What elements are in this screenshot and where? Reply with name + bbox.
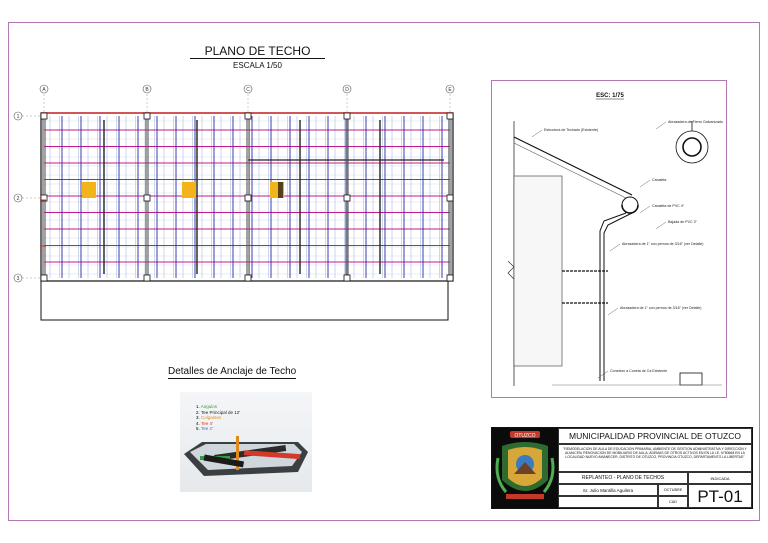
structural-column	[40, 194, 48, 202]
ceiling-grid-render	[184, 436, 308, 476]
legend-label-tee-4: Tee 4'	[200, 420, 213, 426]
svg-text:OTUZCO: OTUZCO	[514, 433, 535, 439]
axis-bubble	[342, 84, 352, 94]
structural-column	[244, 194, 252, 202]
legend-item: 4. Tee 4'	[196, 420, 213, 426]
blank-cell	[558, 496, 658, 508]
note-leader	[655, 221, 667, 230]
detail-note: Abrazadera de 1" con pernos de 3/16" (ve…	[620, 306, 701, 310]
downpipe	[599, 212, 627, 381]
legend-item: 5. Tee 2'	[196, 426, 213, 431]
coat-of-arms-icon: OTUZCO	[495, 431, 555, 499]
anchorage-image: 1. Angulos 2. Tee Principal de 12' 3. Co…	[180, 392, 312, 492]
detail-note: Canaleta	[652, 178, 666, 182]
axis-label-column: C	[246, 87, 250, 93]
structural-column	[143, 112, 151, 120]
title-block: OTUZCO MUNICIPALIDAD PROVINCIAL DE OTUZC…	[491, 427, 753, 509]
structural-column	[143, 274, 151, 282]
sheet-border	[8, 22, 760, 521]
structural-column	[244, 112, 252, 120]
detail-note: Conexion a Cuneta de Ca Existente	[610, 369, 667, 373]
plan-scale: ESCALA 1/50	[233, 61, 282, 70]
structural-column	[40, 112, 48, 120]
axis-label-column: D	[345, 87, 349, 93]
legend-item: 2. Tee Principal de 12'	[196, 409, 241, 415]
legend-label-colgantes: Colgantes	[201, 415, 222, 420]
detail-note: Estructura de Techado (Existente)	[544, 128, 598, 132]
legend-item: 3. Colgantes	[196, 415, 222, 420]
axis-bubble	[243, 84, 253, 94]
axis-label-column: E	[448, 87, 452, 93]
responsible-person: Sr. Julio Mantilla Aguilera	[558, 484, 658, 496]
note-leader	[639, 179, 651, 188]
roof-slope	[513, 136, 633, 196]
axis-label-row: 2	[17, 196, 20, 202]
detail-note: Canaleta de PVC 4"	[652, 204, 685, 208]
axis-label-row: 3	[17, 276, 20, 282]
structural-column	[40, 274, 48, 282]
structural-column	[343, 194, 351, 202]
structural-column	[343, 274, 351, 282]
structural-column	[343, 112, 351, 120]
sheet-scale: INDICADA	[688, 472, 752, 484]
detail-note: Bajada de PVC 3"	[668, 220, 698, 224]
wall-section	[513, 175, 563, 367]
access-panel	[82, 182, 96, 198]
structural-column	[446, 274, 454, 282]
break-line	[507, 260, 515, 280]
axis-bubble	[13, 193, 23, 203]
legend-label-angulos: Angulos	[200, 404, 218, 409]
structural-column	[244, 274, 252, 282]
access-panel-edge	[278, 182, 283, 198]
structural-column	[446, 112, 454, 120]
sheet-date: OCTUBRE 2023	[658, 484, 688, 496]
structural-column	[446, 194, 454, 202]
note-leader	[609, 243, 621, 252]
cad-label: CAD	[658, 496, 688, 508]
axis-bubble	[142, 84, 152, 94]
axis-bubble	[445, 84, 455, 94]
corridor-outline	[40, 281, 449, 321]
gutter-bottom	[621, 204, 639, 214]
anchorage-title: Detalles de Anclaje de Techo	[168, 366, 297, 379]
pipe-inset	[682, 137, 702, 157]
entity-name: MUNICIPALIDAD PROVINCIAL DE OTUZCO	[558, 428, 752, 444]
axis-bubble	[13, 273, 23, 283]
axis-label-row: 1	[17, 114, 20, 120]
anchorage-legend: 1. Angulos 2. Tee Principal de 12' 3. Co…	[196, 404, 240, 432]
axis-bubble	[39, 84, 49, 94]
legend-item: 1. Angulos	[196, 404, 218, 409]
downpipe-inner	[603, 212, 633, 381]
sheet-name: REPLANTEO - PLANO DE TECHOS	[558, 472, 688, 484]
municipality-logo: OTUZCO	[492, 428, 558, 508]
note-leader	[655, 121, 667, 130]
sheet-code: PT-01	[688, 484, 752, 508]
note-leader	[597, 370, 609, 379]
axis-bubble	[13, 111, 23, 121]
note-leader	[639, 205, 651, 214]
note-leader	[531, 129, 543, 138]
structural-column	[143, 194, 151, 202]
plan-title: PLANO DE TECHO	[190, 44, 325, 59]
axis-label-column: A	[42, 87, 46, 93]
detail-note: Abrazadera de Fierro Galvanizado	[668, 120, 723, 124]
legend-label-tee-2: Tee 2'	[200, 426, 213, 431]
legend-label-tee-principal: Tee Principal de 12'	[200, 409, 241, 415]
drain-box	[679, 372, 703, 386]
project-name: "REMODELACION DE AULA DE EDUCACION PRIMA…	[558, 444, 752, 472]
axis-label-column: B	[145, 87, 149, 93]
roof-slope-inner	[513, 142, 631, 201]
access-panel	[182, 182, 196, 198]
note-leader	[607, 307, 619, 316]
detail-note: Abrazadera de 1" con pernos de 3/16" (ve…	[622, 242, 703, 246]
detail-scale: ESC: 1/75	[596, 93, 624, 99]
roof-plan-drawing: A B C D E 1 2 3	[13, 84, 455, 321]
detail-inset	[675, 130, 709, 164]
